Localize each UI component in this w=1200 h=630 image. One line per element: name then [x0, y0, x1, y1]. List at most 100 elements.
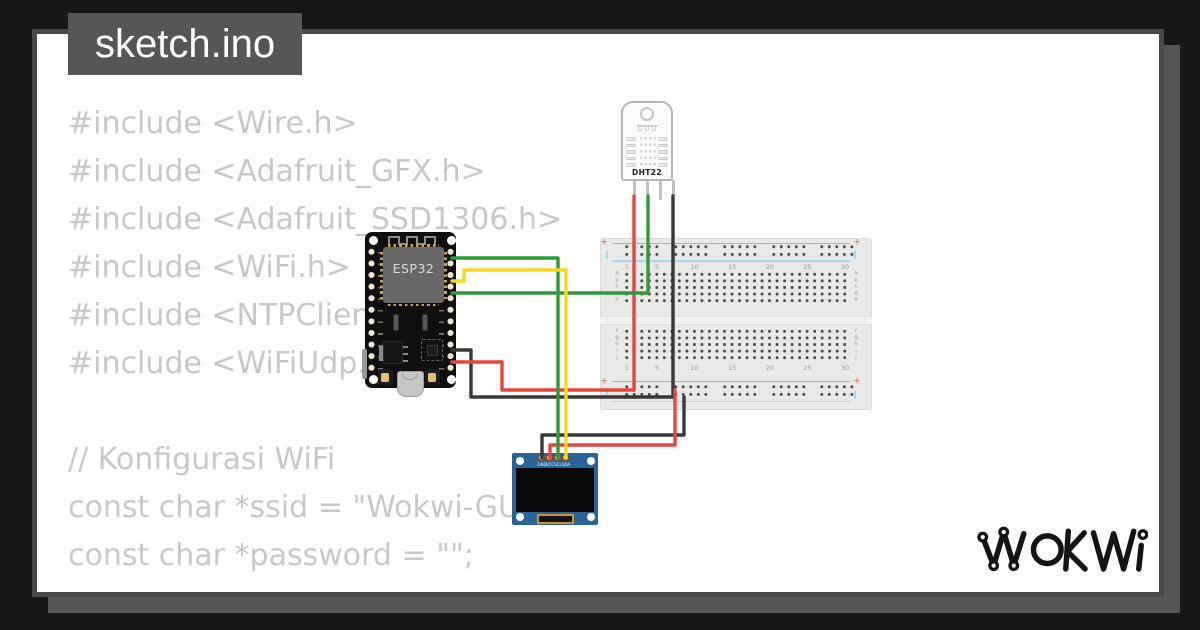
logo-node — [1008, 560, 1020, 572]
regulator-leg — [403, 359, 408, 363]
code-line: #include <Adafruit_GFX.h> — [68, 154, 486, 189]
voltage-regulator — [383, 341, 403, 364]
mount-hole — [446, 374, 456, 384]
side-component — [361, 349, 367, 379]
logo-letter-i — [1136, 542, 1144, 572]
code-line: #include <WiFiUdp.h> — [68, 346, 411, 381]
col-number: 5 — [655, 363, 660, 372]
col-number: 10 — [690, 363, 699, 372]
dht22-slot — [626, 150, 636, 154]
chip-pins — [380, 252, 383, 299]
dht22-vent-line — [637, 125, 657, 127]
row-letter: i — [855, 347, 857, 354]
code-card — [32, 29, 1164, 597]
code-line: const char *password = ""; — [68, 538, 474, 573]
col-number: 30 — [840, 262, 850, 271]
dht22-vent-notch — [645, 125, 649, 131]
row-letter: h — [854, 341, 858, 348]
regulator-leg — [403, 352, 408, 356]
col-number: 10 — [690, 262, 699, 271]
chip-pins — [388, 303, 439, 307]
wokwi-logo: WOKWI — [977, 526, 1148, 572]
col-number: 5 — [655, 262, 660, 271]
dht22-pin — [632, 180, 636, 196]
code-line: #include <WiFi.h> — [68, 250, 351, 285]
col-number: 20 — [765, 262, 774, 271]
mount-hole — [368, 236, 378, 245]
mount-hole — [586, 513, 595, 521]
row-letter: e — [854, 296, 858, 303]
row-letter: f — [855, 327, 857, 334]
dht22-pin — [671, 180, 675, 196]
mount-hole — [446, 236, 456, 245]
capacitor — [392, 314, 399, 331]
chip-pins — [388, 244, 439, 247]
rail-tick — [606, 251, 608, 259]
code-line: const char *ssid = "Wokwi-GUEST"; — [68, 490, 601, 525]
dht22-slot — [626, 163, 636, 167]
rail-holes — [623, 383, 661, 399]
usb-connector — [396, 371, 424, 397]
dht22-vent-holes — [638, 135, 657, 167]
oled-pin-label: GND — [537, 461, 547, 467]
breadboard-plus: + — [600, 376, 608, 386]
rail-holes — [672, 242, 710, 258]
row-letter: g — [854, 334, 858, 341]
code-line: // Konfigurasi WiFi — [68, 442, 336, 477]
terminal-holes-bottom — [623, 328, 849, 362]
col-number: 15 — [728, 262, 737, 271]
logo-letter-o — [1030, 533, 1064, 567]
oled-flex-connector — [536, 513, 574, 524]
dht22-slot — [658, 143, 668, 147]
col-number: 30 — [840, 363, 850, 372]
dht22-pin — [658, 180, 662, 200]
rail-holes — [769, 242, 808, 258]
dht22-slot — [626, 137, 636, 141]
logo-node — [998, 526, 1010, 538]
col-number: 20 — [765, 363, 774, 372]
rail-holes — [818, 383, 856, 399]
oled-pin-label: SDA — [561, 461, 571, 467]
esp32-antenna — [388, 235, 436, 246]
row-letter: d — [854, 290, 858, 297]
oled-pin-label: SCL — [554, 461, 562, 467]
power-rail-blue-line — [612, 400, 850, 403]
mount-hole — [515, 457, 524, 465]
dht22-slot — [658, 163, 668, 167]
dht22-mount-hole — [639, 106, 654, 121]
logo-letter-k — [1066, 550, 1088, 572]
logo-letter-w2 — [1090, 528, 1137, 572]
row-letter: a — [854, 270, 858, 277]
dht22-slot — [658, 150, 668, 154]
code-line: #include <Wire.h> — [68, 106, 358, 141]
oled-screen — [516, 468, 594, 512]
row-letter: j — [616, 354, 618, 361]
rail-tick — [606, 391, 608, 399]
dht22-slot — [658, 156, 668, 160]
terminal-holes-top — [623, 270, 849, 304]
row-letter: f — [616, 327, 618, 334]
oled-pin-label: VCC — [545, 461, 555, 467]
logo-node — [977, 531, 989, 543]
rail-holes — [623, 242, 661, 258]
breadboard-groove — [600, 315, 872, 325]
breadboard-plus: + — [853, 237, 861, 248]
rail-holes — [720, 383, 759, 399]
col-number: 1 — [624, 262, 630, 271]
esp32-pin-holes-left — [366, 246, 376, 374]
logo-node — [1137, 529, 1148, 541]
regulator-tab — [378, 346, 384, 361]
breadboard-plus: + — [853, 376, 861, 386]
boot-button-cap — [381, 372, 389, 382]
row-letter: e — [615, 296, 619, 303]
uart-chip-core — [426, 344, 438, 356]
dht22-label: DHT22 — [631, 167, 663, 177]
rail-holes — [818, 242, 856, 258]
row-letter: j — [855, 354, 857, 361]
dht22-slot — [626, 156, 636, 160]
sketch-filename-title: sketch.ino — [68, 13, 303, 75]
power-rail-red-line — [612, 380, 850, 383]
capacitor — [421, 314, 428, 331]
dht22-vent-notch — [652, 125, 656, 131]
regulator-leg — [403, 345, 408, 349]
